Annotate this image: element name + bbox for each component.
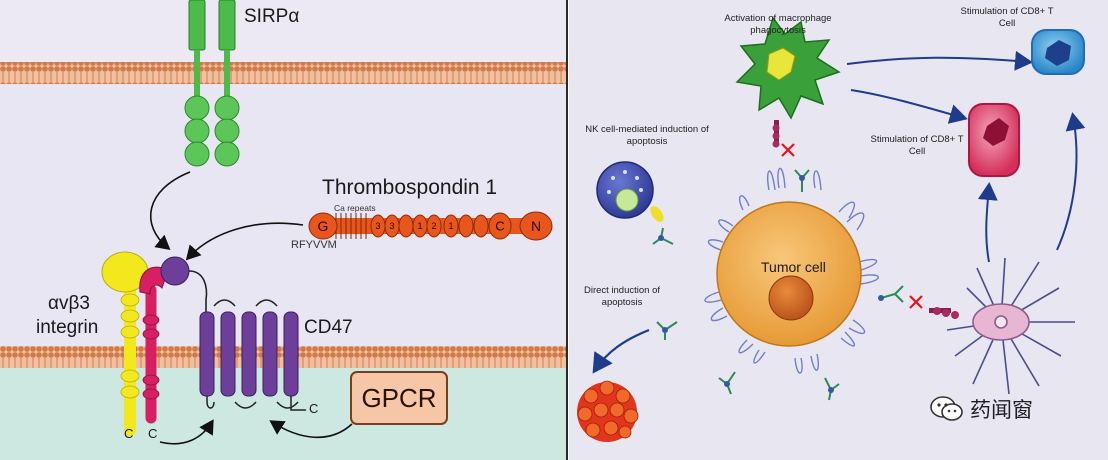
cd47-c-terminal: C	[309, 401, 319, 416]
tsp-domain-0: G	[318, 218, 329, 234]
nk-cell	[596, 161, 664, 222]
tsp-domain-6: C	[495, 219, 504, 234]
integrin-alpha-c-terminal: C	[124, 426, 134, 441]
dendritic-ligand	[929, 307, 959, 319]
top-membrane	[0, 62, 566, 84]
thrombospondin-chain	[308, 211, 553, 241]
integrin-label-line2: integrin	[36, 317, 99, 338]
macrophage-cell	[735, 16, 841, 157]
cd8-t-cell-middle	[968, 103, 1020, 177]
ca-repeats-label: Ca repeats	[334, 203, 376, 213]
dendritic-cell	[946, 257, 1075, 395]
cd47-label: CD47	[304, 317, 353, 338]
gpcr-box: GPCR	[350, 371, 448, 425]
cd47-receptor	[160, 256, 306, 411]
extracellular-space	[0, 84, 566, 346]
apoptotic-cell	[577, 380, 639, 442]
immune-response-diagram	[577, 16, 1086, 442]
cd8-t-cell-top	[1031, 29, 1085, 75]
tsp-domain-1: 3	[375, 221, 380, 231]
sirpa-label: SIRPα	[244, 6, 300, 27]
tsp-domain-2: 3	[389, 221, 394, 231]
macrophage-label: Activation of macrophage phagocytosis	[724, 13, 832, 36]
tumor-surface-receptors	[704, 167, 879, 374]
cd8-top-label: Stimulation of CD8+ T Cell	[960, 6, 1054, 29]
right-panel: Activation of macrophage phagocytosis St…	[569, 0, 1108, 460]
watermark-text: 药闻窗	[970, 398, 1033, 422]
rfyvvm-label: RFYVVM	[291, 239, 337, 251]
tsp-domain-7: N	[531, 218, 541, 234]
wechat-icon	[930, 396, 963, 421]
cd8-mid-label: Stimulation of CD8+ T Cell	[870, 134, 964, 157]
tsp-domain-5: 1	[448, 221, 453, 231]
integrin-label-line1: αvβ3	[48, 293, 90, 314]
sirpa-receptor	[184, 0, 240, 167]
tsp-domain-3: 1	[417, 221, 422, 231]
bottom-membrane	[0, 346, 566, 368]
nk-label: NK cell-mediated induction of apoptosis	[585, 124, 709, 147]
upper-cell-region	[0, 0, 566, 62]
tumor-label: Tumor cell	[761, 259, 826, 275]
thrombospondin-label: Thrombospondin 1	[322, 176, 498, 199]
watermark: 药闻窗	[930, 394, 1033, 424]
integrin-beta-c-terminal: C	[148, 426, 158, 441]
receptor-heads	[658, 175, 884, 393]
apoptosis-label: Direct induction of apoptosis	[583, 285, 661, 308]
tsp-domain-4: 2	[431, 221, 436, 231]
tumor-cell	[716, 201, 862, 347]
cytoplasm-region	[0, 368, 566, 460]
